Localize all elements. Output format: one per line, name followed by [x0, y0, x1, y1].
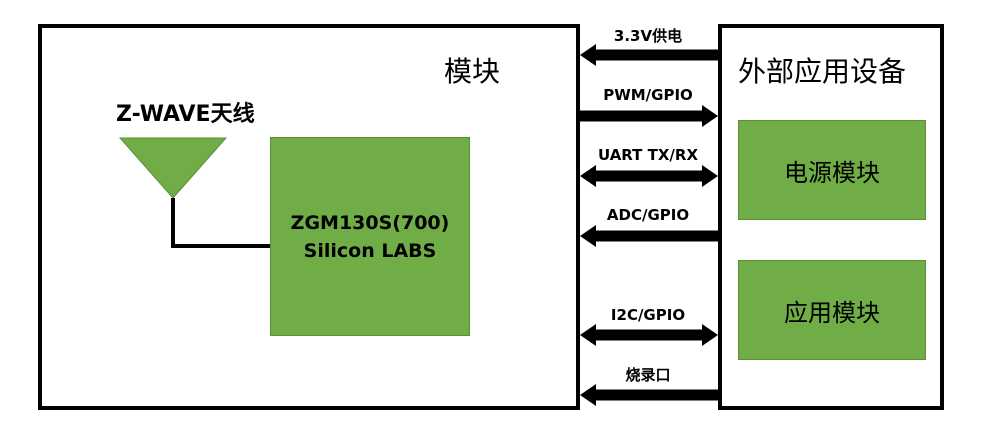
signal-label-power: 3.3V供电 — [613, 27, 683, 45]
signal-label-i2c: I2C/GPIO — [610, 306, 686, 324]
zgm130s-chip: ZGM130S(700) Silicon LABS — [270, 137, 470, 336]
arrowhead-left-icon — [580, 225, 596, 247]
module-title: 模块 — [444, 55, 501, 88]
application-module: 应用模块 — [738, 260, 926, 360]
chip-model: ZGM130S(700) — [290, 211, 450, 234]
signal-arrow-shaft — [580, 110, 704, 122]
power-module-label: 电源模块 — [784, 158, 880, 187]
chip-vendor: Silicon LABS — [303, 239, 437, 262]
external-device-title: 外部应用设备 — [738, 55, 907, 88]
antenna-label: Z-WAVE天线 — [116, 102, 255, 127]
signal-label-adc: ADC/GPIO — [606, 206, 690, 224]
antenna-icon — [118, 137, 228, 199]
signal-arrow-shaft — [594, 230, 718, 242]
application-module-label: 应用模块 — [784, 298, 880, 327]
arrowhead-right-icon — [702, 105, 718, 127]
signal-label-flash: 烧录口 — [625, 366, 671, 384]
antenna-feed-line — [171, 198, 272, 248]
arrowhead-left-icon — [580, 165, 596, 187]
signal-arrow-shaft — [594, 170, 704, 182]
arrowhead-right-icon — [702, 324, 718, 346]
arrowhead-left-icon — [580, 44, 596, 66]
arrowhead-left-icon — [580, 384, 596, 406]
power-module: 电源模块 — [738, 120, 926, 220]
arrowhead-left-icon — [580, 324, 596, 346]
signal-arrow-shaft — [594, 389, 718, 401]
signal-arrow-shaft — [594, 329, 704, 341]
signal-label-pwm: PWM/GPIO — [603, 86, 693, 104]
signal-arrow-shaft — [594, 49, 718, 61]
arrowhead-right-icon — [702, 165, 718, 187]
signal-label-uart: UART TX/RX — [597, 146, 699, 164]
